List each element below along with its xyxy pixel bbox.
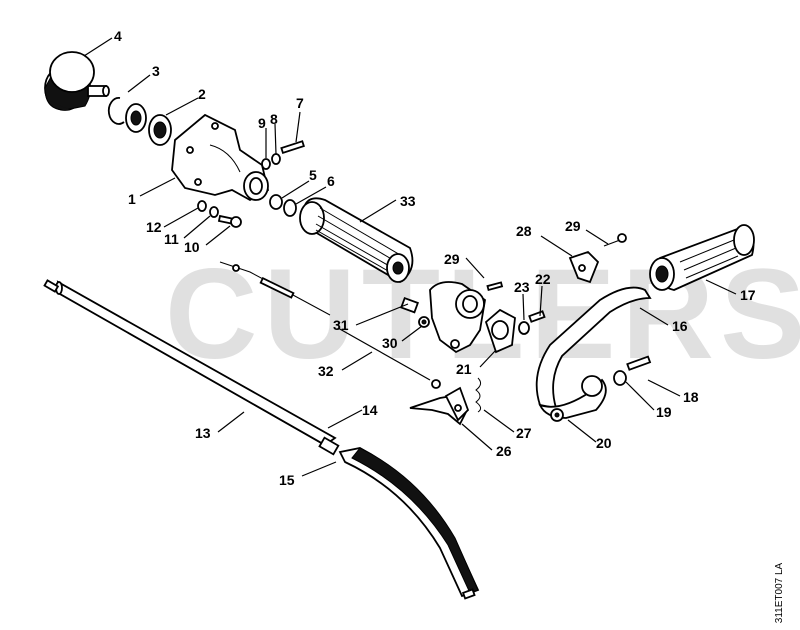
callout-5: 5 (309, 167, 317, 183)
callout-10: 10 (184, 239, 200, 255)
callout-7: 7 (296, 95, 304, 111)
part-5-6-rings (269, 194, 297, 217)
callout-11: 11 (164, 231, 179, 247)
callout-8: 8 (270, 111, 278, 127)
part-4-clutch-drum (44, 51, 110, 111)
part-28-29-clip (568, 233, 627, 284)
callout-19: 19 (656, 404, 672, 420)
part-33-ribbed-grip (299, 197, 414, 284)
callouts: 4 3 2 9 8 7 1 5 6 12 11 10 33 29 28 29 1… (114, 28, 756, 488)
callout-15: 15 (279, 472, 295, 488)
part-2-bearings (125, 103, 172, 146)
part-12-11-10-screw (197, 200, 242, 228)
callout-13: 13 (195, 425, 211, 441)
callout-33: 33 (400, 193, 416, 209)
part-32-cable (219, 261, 441, 389)
callout-21: 21 (456, 361, 472, 377)
callout-12: 12 (146, 219, 162, 235)
part-13-drive-tube (43, 279, 340, 456)
callout-16: 16 (672, 318, 688, 334)
callout-30: 30 (382, 335, 398, 351)
part-31-30-bracket (400, 296, 430, 328)
callout-31: 31 (333, 317, 349, 333)
part-1-housing (171, 113, 270, 202)
callout-6: 6 (327, 173, 335, 189)
callout-9: 9 (258, 115, 266, 131)
callout-27: 27 (516, 425, 532, 441)
part-21-handle-housing (429, 281, 516, 354)
part-26-27-trigger (409, 377, 482, 426)
callout-3: 3 (152, 63, 160, 79)
part-3-circlip (107, 97, 125, 125)
part-15-flex-tube (338, 447, 480, 600)
callout-29: 29 (444, 251, 460, 267)
callout-23: 23 (514, 279, 530, 295)
callout-29: 29 (565, 218, 581, 234)
callout-1: 1 (128, 191, 136, 207)
callout-14: 14 (362, 402, 378, 418)
part-9-8-7-screw (261, 140, 305, 170)
callout-22: 22 (535, 271, 551, 287)
callout-28: 28 (516, 223, 532, 239)
callout-4: 4 (114, 28, 122, 44)
callout-2: 2 (198, 86, 206, 102)
callout-17: 17 (740, 287, 756, 303)
callout-32: 32 (318, 363, 334, 379)
part-18-19-20 (550, 355, 652, 422)
callout-18: 18 (683, 389, 699, 405)
callout-20: 20 (596, 435, 612, 451)
callout-26: 26 (496, 443, 512, 459)
drawing-code: 311ET007 LA (774, 562, 785, 624)
leader-lines (83, 37, 737, 477)
part-17-grip (649, 224, 755, 291)
